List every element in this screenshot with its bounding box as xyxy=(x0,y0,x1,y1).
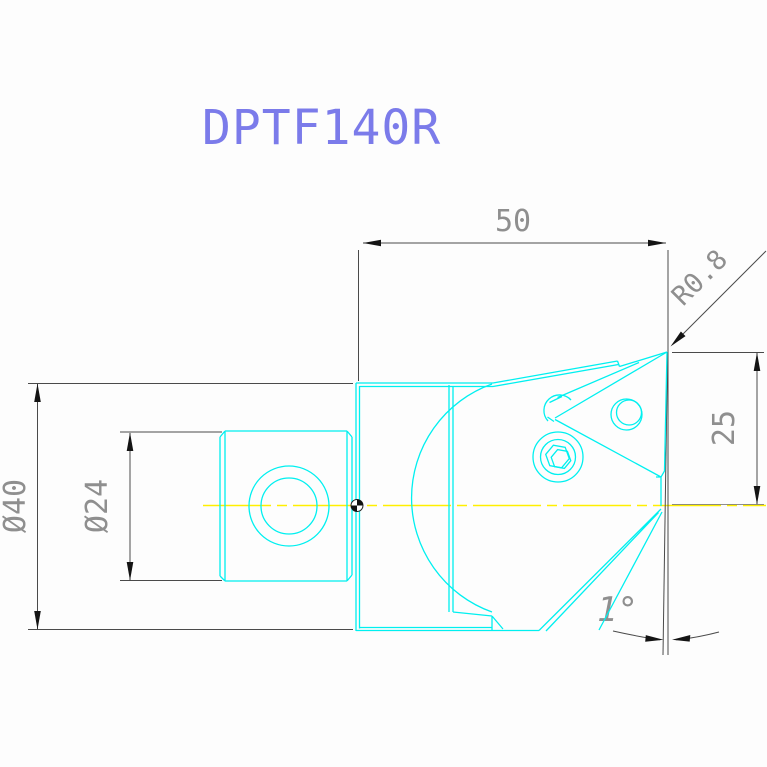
rear-insert-screw-head xyxy=(543,394,572,423)
tool-outline xyxy=(219,351,668,632)
arrowhead xyxy=(126,432,134,451)
body-flute-arc xyxy=(410,383,493,613)
hex-socket-inner xyxy=(550,448,572,470)
dimension-taper-angle: 1° xyxy=(597,352,720,656)
shank-hole-inner xyxy=(260,477,318,535)
clamp-screw xyxy=(532,431,584,483)
dimension-length: 50 xyxy=(358,204,669,655)
dimension-outer-diameter: Ø40 xyxy=(0,383,353,630)
drawing-title: DPTF140R xyxy=(202,100,442,156)
insert-hole-inner xyxy=(615,399,643,426)
dimension-head-height: 25 xyxy=(672,352,764,505)
arrowhead xyxy=(753,352,761,371)
hex-socket xyxy=(544,444,571,469)
arrowhead xyxy=(753,486,761,505)
arrowhead xyxy=(363,239,381,247)
insert-hole-outer xyxy=(610,398,643,431)
insert-outline xyxy=(532,351,668,506)
dim-corner-radius-label: R0.8 xyxy=(666,244,734,312)
arrowhead xyxy=(648,239,666,247)
dimension-corner-radius: R0.8 xyxy=(666,244,767,347)
shank-hole-outer xyxy=(248,465,330,547)
dimension-bore-diameter: Ø24 xyxy=(80,431,222,581)
dim-bore-diameter-label: Ø24 xyxy=(80,479,115,533)
dim-outer-diameter-label: Ø40 xyxy=(0,479,33,533)
center-mark xyxy=(350,499,364,512)
body-lower-relief xyxy=(538,508,663,632)
dim-head-height-label: 25 xyxy=(707,410,742,446)
body-outline xyxy=(355,351,668,632)
arrowhead xyxy=(672,635,691,642)
dim-length-label: 50 xyxy=(495,204,531,239)
arrowhead xyxy=(126,562,134,581)
arrowhead xyxy=(34,611,41,630)
arrowhead xyxy=(34,383,41,402)
arrowhead xyxy=(645,635,664,642)
arrowhead xyxy=(670,331,686,347)
